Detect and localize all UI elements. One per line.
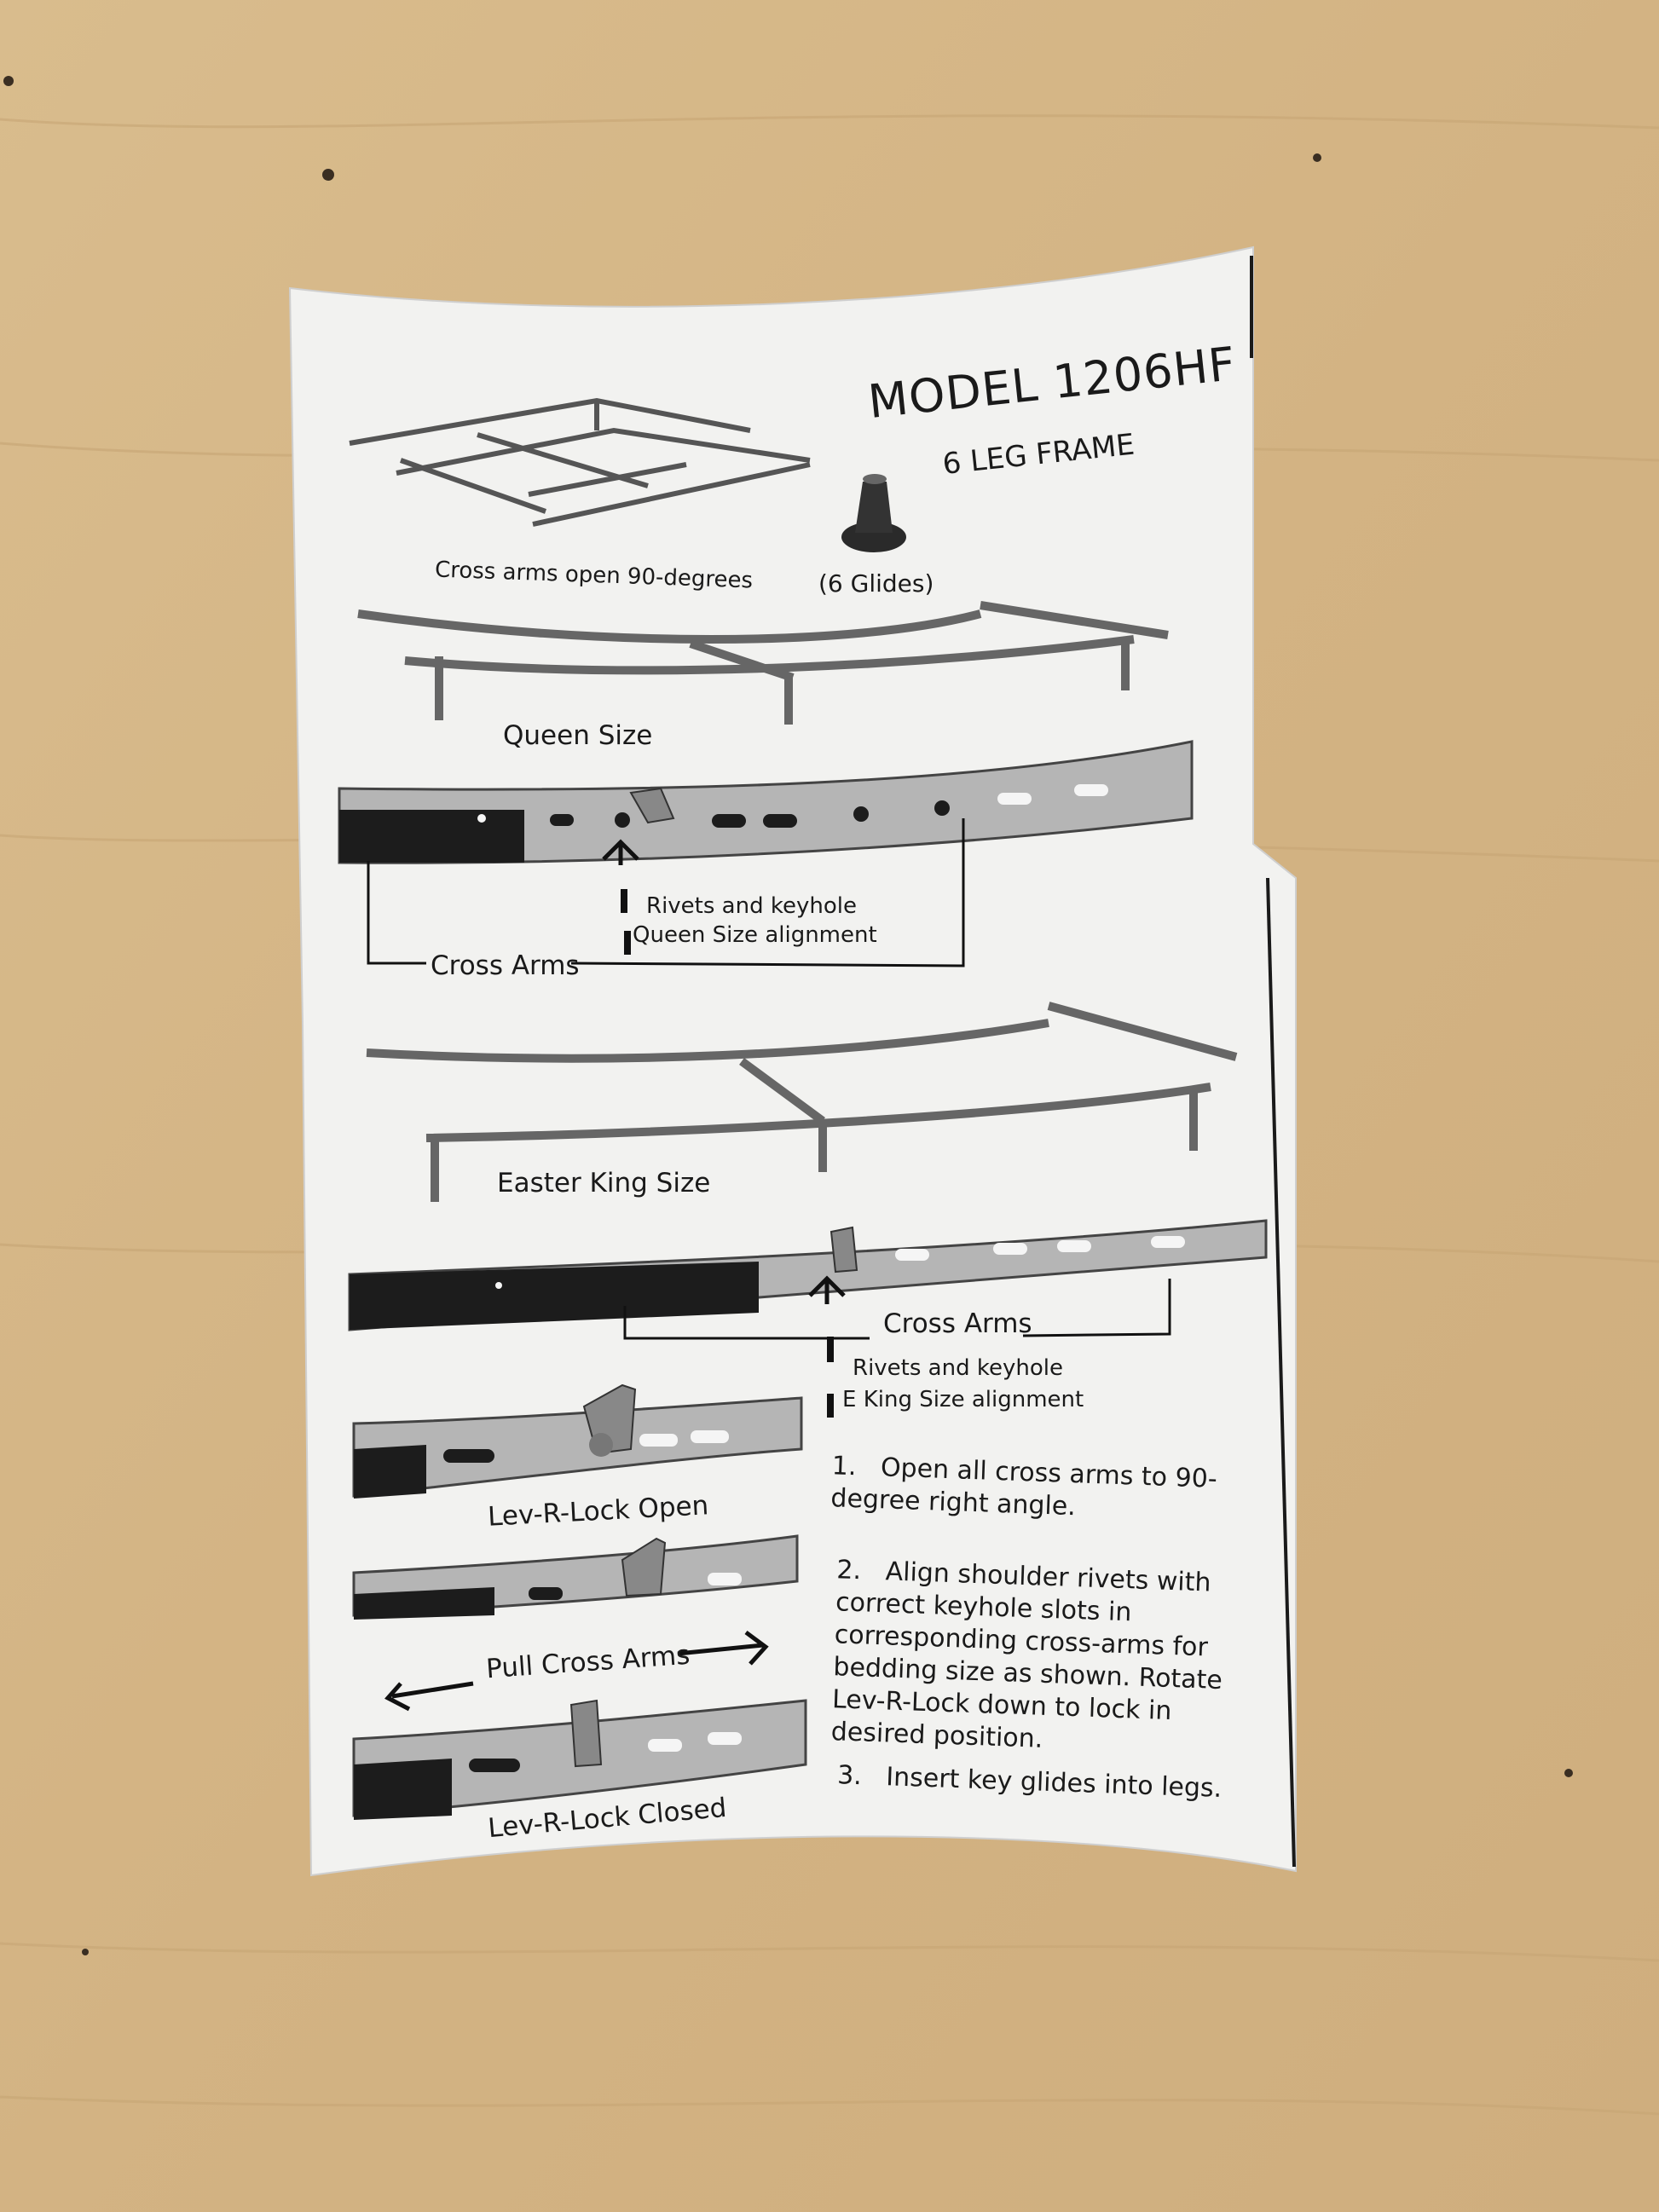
eking-frame-illustration <box>366 1002 1238 1202</box>
glides-caption: (6 Glides) <box>818 569 934 598</box>
pull-arms-detail <box>352 1534 799 1712</box>
step-1-text: Open all cross arms to 90-degree right a… <box>830 1453 1218 1522</box>
eking-rivets-line2: E King Size alignment <box>842 1387 1084 1412</box>
queen-rivets-line2: Queen Size alignment <box>633 922 877 948</box>
queen-size-label: Queen Size <box>503 720 653 751</box>
eking-rail-detail <box>348 1219 1268 1418</box>
step-1-number: 1. <box>831 1451 858 1482</box>
eking-rivets-line1: Rivets and keyhole <box>853 1355 1063 1381</box>
glide-illustration <box>841 474 906 552</box>
cross-arms-label-queen: Cross Arms <box>431 950 580 981</box>
queen-frame-illustration <box>357 601 1169 725</box>
lock-open-detail <box>352 1383 803 1499</box>
queen-rail-detail <box>338 740 1194 967</box>
step-2-number: 2. <box>835 1555 862 1586</box>
step-2: 2. Align shoulder rivets with correct ke… <box>830 1554 1268 1763</box>
bed-frame-thumbnail <box>349 397 811 527</box>
eking-size-label: Easter King Size <box>497 1168 711 1198</box>
step-2-text: Align shoulder rivets with correct keyho… <box>830 1556 1223 1754</box>
lock-closed-detail <box>352 1699 807 1820</box>
step-3-number: 3. <box>836 1760 863 1792</box>
queen-rivets-line1: Rivets and keyhole <box>646 893 857 919</box>
cross-arms-label-eking: Cross Arms <box>883 1308 1032 1339</box>
